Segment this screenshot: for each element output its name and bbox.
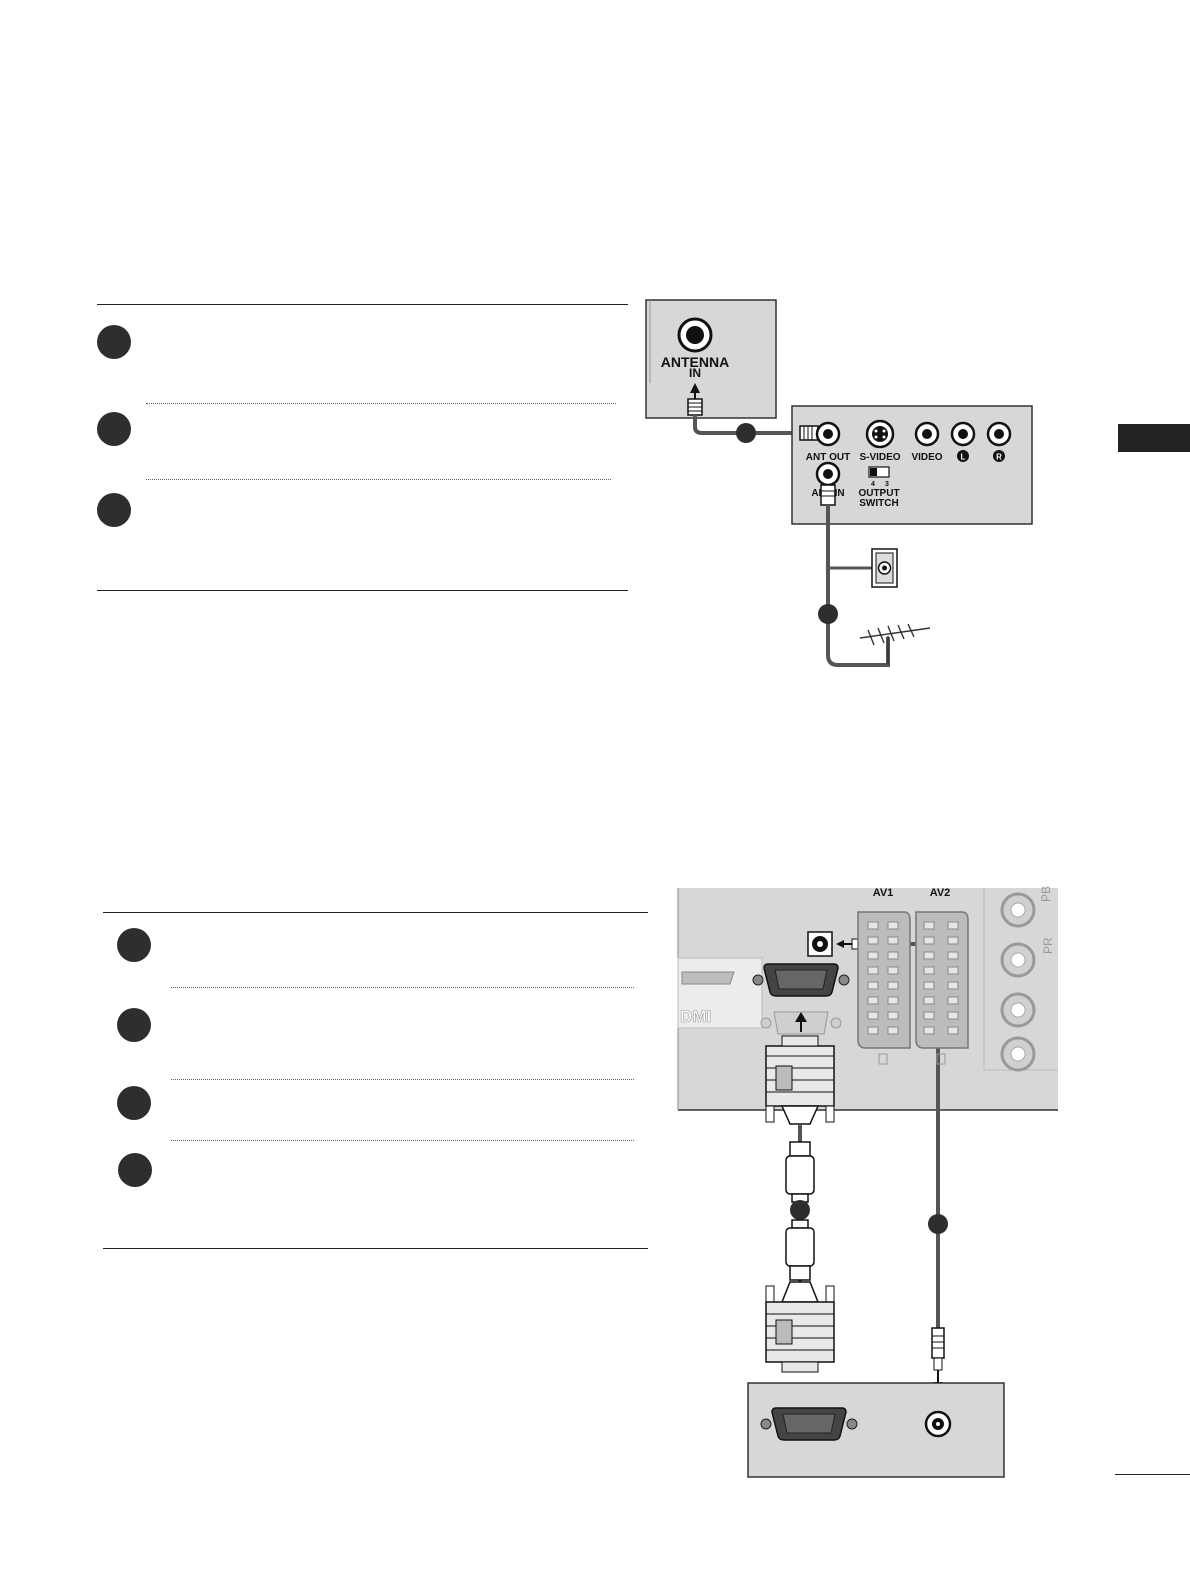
s-video-label: S-VIDEO (859, 452, 900, 463)
audio-plug-icon (931, 1327, 945, 1371)
step-separator (171, 987, 634, 988)
rgb-pc-port-icon (752, 963, 850, 997)
d-sub-plug-icon (765, 1035, 835, 1125)
step-2-badge (117, 1008, 151, 1042)
switch-ch3-label: 3 (885, 481, 889, 488)
scart-av2-icon (915, 911, 969, 1049)
wall-outlet-icon (871, 548, 898, 588)
pb-label: PB (1039, 886, 1053, 902)
component-jack-icon (1000, 1036, 1036, 1072)
cable-marker-dot (818, 604, 838, 624)
coax-cable (826, 505, 890, 667)
output-switch-icon (868, 466, 890, 478)
ant-out-jack-icon (815, 421, 841, 447)
pc-connection-diagram: DMI AV1 AV2 (677, 886, 1058, 1478)
section2-top-rule (103, 912, 648, 913)
page-number-rule (1115, 1474, 1190, 1475)
audio-in-jack-icon (807, 931, 833, 957)
outdoor-antenna-icon (859, 623, 931, 665)
component-jack-icon (1000, 892, 1036, 928)
component-jack-icon (1000, 992, 1036, 1028)
scart-av1-icon (857, 911, 911, 1049)
ant-in-jack-icon (815, 461, 841, 487)
audio-right-label: R (996, 453, 1002, 462)
step-3-badge (117, 1086, 151, 1120)
antenna-in-label-2: IN (689, 366, 701, 380)
cable-marker-dot (790, 1200, 810, 1220)
coax-plug-icon (820, 484, 836, 506)
step-1-badge (117, 928, 151, 962)
ferrite-core-icon (785, 1141, 815, 1203)
switch-ch4-label: 4 (871, 481, 875, 488)
step-separator (146, 479, 611, 480)
audio-left-label: L (961, 453, 966, 462)
step-1-badge (97, 325, 131, 359)
av2-label: AV2 (930, 887, 951, 899)
hdmi-area (677, 957, 763, 1029)
output-switch-label: OUTPUT (858, 488, 899, 499)
pr-label: PR (1041, 937, 1055, 954)
video-label: VIDEO (911, 452, 942, 463)
component-jack-icon (1000, 942, 1036, 978)
cable-marker-dot (928, 1214, 948, 1234)
coax-plug-icon (799, 425, 819, 441)
pc-rgb-output-port-icon (760, 1407, 858, 1441)
cable-marker-dot (736, 423, 756, 443)
output-switch-label-2: SWITCH (859, 498, 898, 509)
ferrite-core-icon (785, 1219, 815, 1281)
audio-right-jack-icon (986, 421, 1012, 447)
d-sub-plug-icon (765, 1281, 835, 1373)
ant-out-label: ANT OUT (806, 452, 850, 463)
antenna-connection-diagram: ANTENNA IN ANT OUT S-VIDEO VIDEO L (645, 299, 1033, 667)
step-4-badge (118, 1153, 152, 1187)
step-2-badge (97, 412, 131, 446)
coax-cable (693, 415, 798, 435)
hdmi-port-icon (681, 971, 735, 985)
tv-back-panel (645, 299, 777, 419)
antenna-in-label: ANTENNA (661, 354, 729, 370)
step-3-badge (97, 493, 131, 527)
av1-label: AV1 (873, 887, 894, 899)
step-separator (171, 1079, 634, 1080)
hdmi-label: DMI (680, 1007, 711, 1026)
step-separator (146, 403, 616, 404)
section1-bottom-rule (97, 590, 628, 591)
section1-top-rule (97, 304, 628, 305)
audio-left-jack-icon (950, 421, 976, 447)
video-jack-icon (914, 421, 940, 447)
section2-bottom-rule (103, 1248, 648, 1249)
pc-audio-output-jack-icon (924, 1410, 952, 1438)
chapter-tab (1118, 424, 1190, 452)
antenna-in-jack-icon (677, 317, 713, 353)
s-video-jack-icon (865, 419, 895, 449)
step-separator (171, 1140, 634, 1141)
